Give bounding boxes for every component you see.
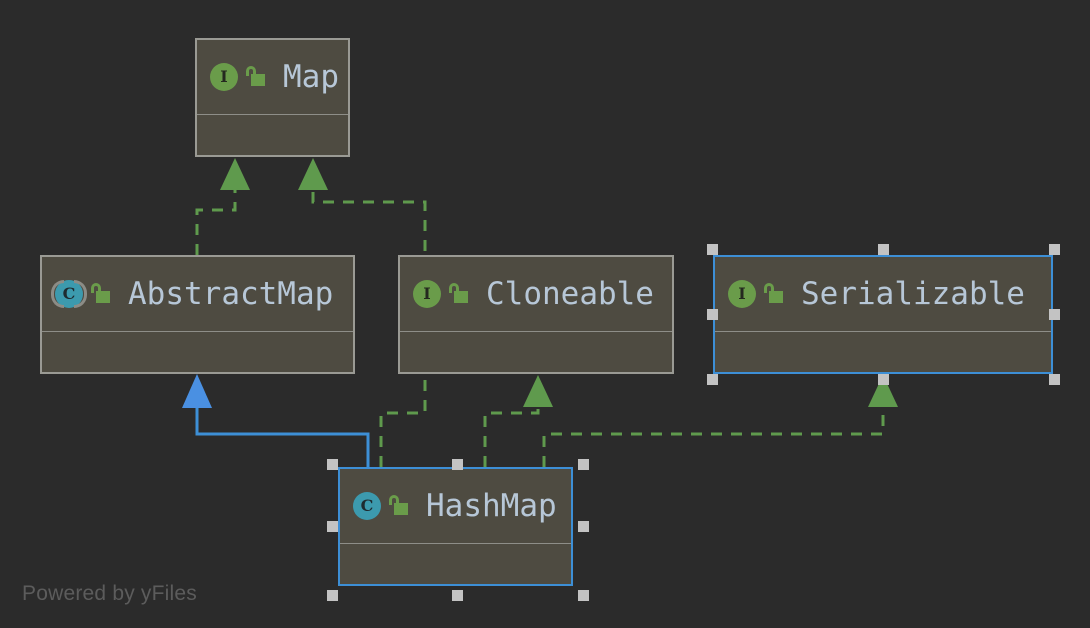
open-lock-icon bbox=[90, 283, 110, 305]
resize-handle-nw[interactable] bbox=[707, 244, 718, 255]
node-title-hashmap: HashMap bbox=[426, 487, 557, 524]
resize-handle-s[interactable] bbox=[878, 374, 889, 385]
abstract-class-icon: C bbox=[51, 279, 87, 309]
node-divider bbox=[197, 114, 348, 115]
node-members-map bbox=[197, 115, 348, 155]
node-divider bbox=[400, 331, 672, 332]
node-members-hashmap bbox=[340, 544, 571, 584]
node-divider bbox=[340, 543, 571, 544]
node-members-cloneable bbox=[400, 332, 672, 372]
interface-icon: I bbox=[727, 279, 757, 309]
resize-handle-sw[interactable] bbox=[327, 590, 338, 601]
uml-node-cloneable[interactable]: I Cloneable bbox=[398, 255, 674, 374]
uml-node-serializable[interactable]: I Serializable bbox=[713, 255, 1053, 374]
edge-hashmap-realizes-serializable[interactable] bbox=[542, 375, 898, 467]
node-header-cloneable: I Cloneable bbox=[400, 257, 672, 331]
uml-node-map[interactable]: I Map bbox=[195, 38, 350, 157]
resize-handle-se[interactable] bbox=[578, 590, 589, 601]
uml-node-hashmap[interactable]: C HashMap bbox=[338, 467, 573, 586]
interface-icon: I bbox=[209, 62, 239, 92]
open-lock-icon bbox=[763, 283, 783, 305]
resize-handle-nw[interactable] bbox=[327, 459, 338, 470]
resize-handle-ne[interactable] bbox=[578, 459, 589, 470]
class-icon: C bbox=[352, 491, 382, 521]
resize-handle-n[interactable] bbox=[878, 244, 889, 255]
resize-handle-n[interactable] bbox=[452, 459, 463, 470]
node-title-serializable: Serializable bbox=[801, 275, 1025, 312]
uml-node-abstractmap[interactable]: C AbstractMap bbox=[40, 255, 355, 374]
node-divider bbox=[42, 331, 353, 332]
edge-hashmap-realizes-cloneable[interactable] bbox=[483, 375, 553, 467]
resize-handle-e[interactable] bbox=[1049, 309, 1060, 320]
resize-handle-ne[interactable] bbox=[1049, 244, 1060, 255]
resize-handle-s[interactable] bbox=[452, 590, 463, 601]
node-members-serializable bbox=[715, 332, 1051, 372]
open-lock-icon bbox=[448, 283, 468, 305]
node-title-abstractmap: AbstractMap bbox=[128, 275, 334, 312]
node-header-hashmap: C HashMap bbox=[340, 469, 571, 543]
resize-handle-se[interactable] bbox=[1049, 374, 1060, 385]
resize-handle-sw[interactable] bbox=[707, 374, 718, 385]
resize-handle-e[interactable] bbox=[578, 521, 589, 532]
node-header-map: I Map bbox=[197, 40, 348, 114]
edge-abstractmap-realizes-map[interactable] bbox=[195, 158, 250, 255]
edge-hashmap-extends-abstractmap[interactable] bbox=[182, 374, 370, 467]
node-header-abstractmap: C AbstractMap bbox=[42, 257, 353, 331]
node-title-cloneable: Cloneable bbox=[486, 275, 654, 312]
node-members-abstractmap bbox=[42, 332, 353, 372]
resize-handle-w[interactable] bbox=[707, 309, 718, 320]
node-header-serializable: I Serializable bbox=[715, 257, 1051, 331]
open-lock-icon bbox=[388, 495, 408, 517]
resize-handle-w[interactable] bbox=[327, 521, 338, 532]
yfiles-watermark: Powered by yFiles bbox=[22, 582, 197, 605]
node-title-map: Map bbox=[283, 58, 339, 95]
node-divider bbox=[715, 331, 1051, 332]
open-lock-icon bbox=[245, 66, 265, 88]
interface-icon: I bbox=[412, 279, 442, 309]
